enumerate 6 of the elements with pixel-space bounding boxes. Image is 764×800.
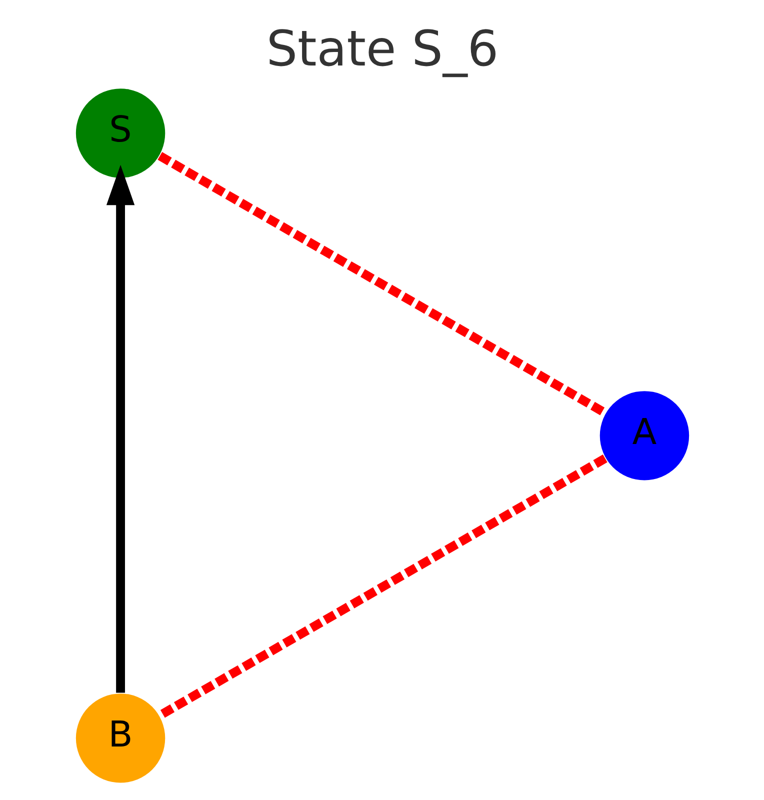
diagram-title: State S_6 (266, 19, 498, 78)
node-circle: A (599, 391, 689, 480)
node-circle: B (75, 694, 165, 783)
node-circle: S (75, 88, 165, 178)
arrow (106, 164, 134, 693)
connector (157, 152, 608, 417)
